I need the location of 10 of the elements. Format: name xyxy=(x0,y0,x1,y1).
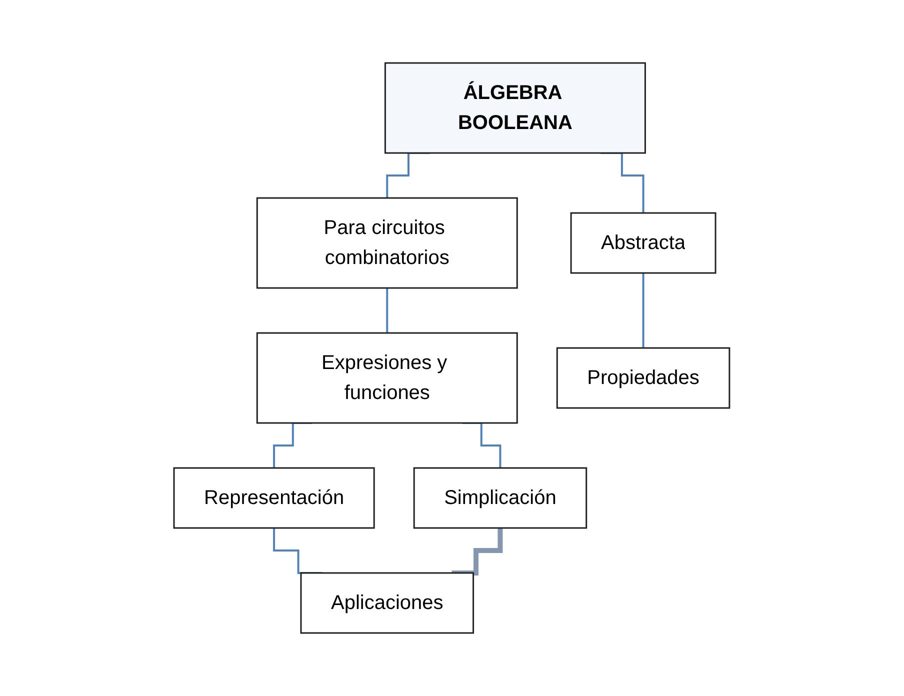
node-box: Aplicaciones xyxy=(300,572,474,634)
node-box: Simplicación xyxy=(414,467,588,529)
node-box: Expresiones y funciones xyxy=(256,332,518,424)
node-box: ÁLGEBRA BOOLEANA xyxy=(384,62,646,154)
node-box: Representación xyxy=(174,467,376,529)
connector xyxy=(386,287,388,334)
node-box: Propiedades xyxy=(556,347,730,409)
connector xyxy=(642,272,645,349)
node-box: Para circuitos combinatorios xyxy=(256,197,518,289)
node-box: Abstracta xyxy=(570,212,717,274)
